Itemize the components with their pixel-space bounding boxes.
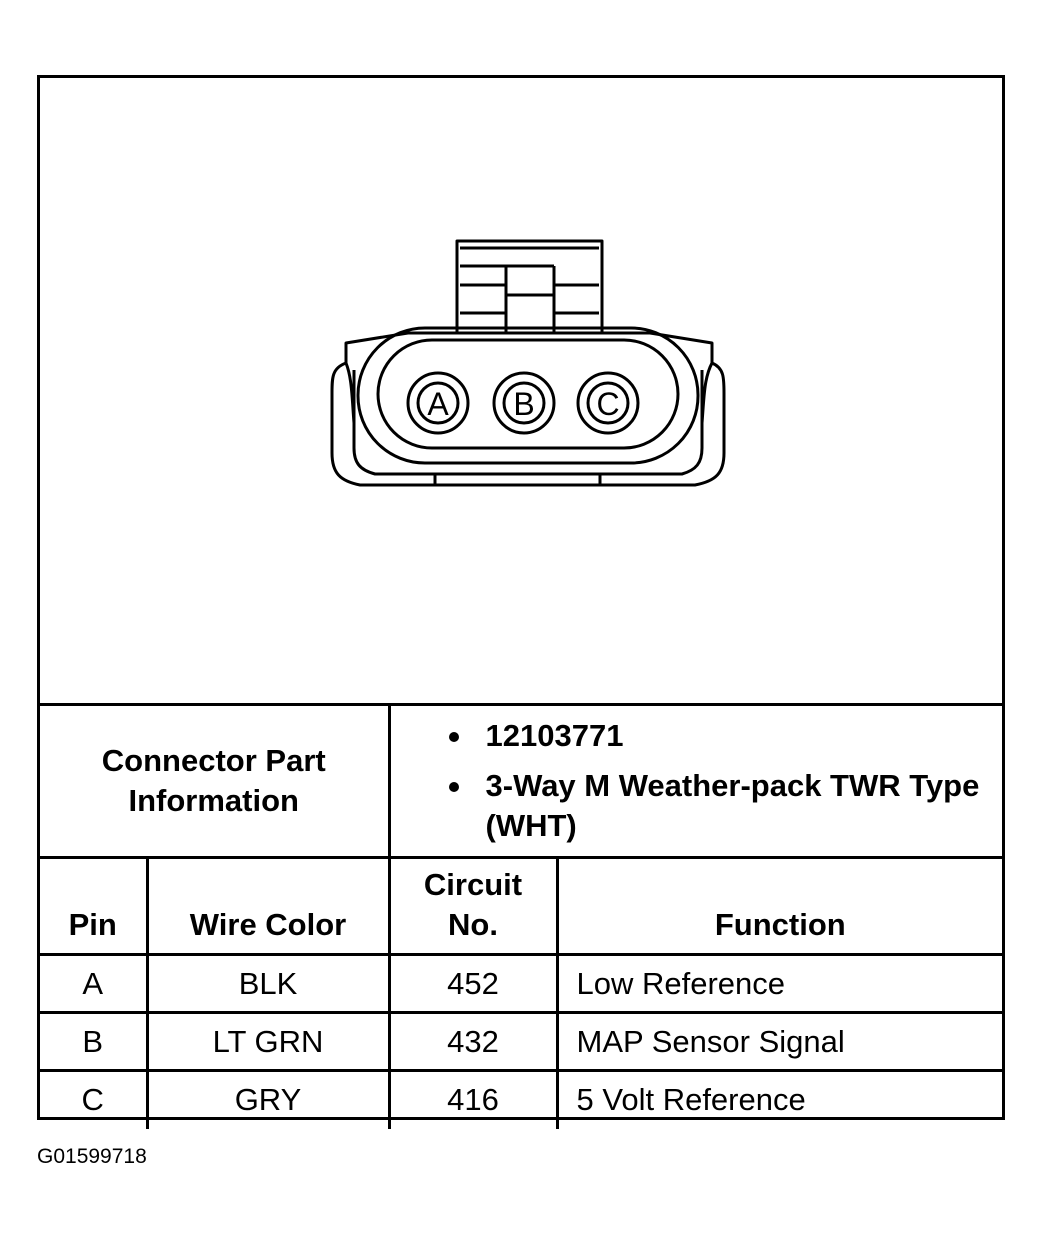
pin-b-label: B [513,386,534,422]
connector-diagram: A B C [40,78,1002,703]
connector-face [356,326,700,465]
housing-outline [330,361,726,487]
connector-face-inner [376,338,680,450]
row-wire-color: LT GRN [145,1011,391,1072]
header-circuit: Circuit No. [387,856,559,956]
row-circuit: 432 [387,1011,559,1072]
row-pin: A [40,953,149,1014]
header-row: Pin Wire Color Circuit No. Function [40,856,1003,956]
connector-drawing: A B C [330,239,726,487]
table-row: A BLK 452 Low Reference [40,953,1003,1014]
part-info-values: 12103771 3-Way M Weather-pack TWR Type (… [387,703,1003,859]
pin-c-label: C [596,386,619,422]
part-info-list: 12103771 3-Way M Weather-pack TWR Type (… [448,716,1003,846]
header-pin: Pin [40,856,149,956]
row-circuit: 452 [387,953,559,1014]
row-function: 5 Volt Reference [555,1069,1003,1129]
row-wire-color: GRY [145,1069,391,1129]
locking-tab [455,239,604,335]
pin-b-cavity [492,371,556,435]
row-function: MAP Sensor Signal [555,1011,1003,1072]
row-pin: B [40,1011,149,1072]
table-row: B LT GRN 432 MAP Sensor Signal [40,1011,1003,1072]
row-wire-color: BLK [145,953,391,1014]
connector-info-table: Connector Part Information 12103771 3-Wa… [40,703,1003,1129]
part-info-label: Connector Part Information [40,703,391,859]
connector-type: 3-Way M Weather-pack TWR Type (WHT) [448,766,1003,846]
row-pin: C [40,1069,149,1129]
housing-top [344,331,714,363]
diagram-frame: A B C Connector Part Information 1210377… [37,75,1005,1129]
pin-a-cavity [406,371,470,435]
row-circuit: 416 [387,1069,559,1129]
row-function: Low Reference [555,953,1003,1014]
table-row: C GRY 416 5 Volt Reference [40,1069,1003,1129]
figure-id: G01599718 [37,1145,147,1168]
header-function: Function [555,856,1003,956]
pin-c-cavity [576,371,640,435]
header-wire-color: Wire Color [145,856,391,956]
pin-a-label: A [427,386,449,422]
part-number: 12103771 [448,716,1003,756]
part-info-row: Connector Part Information 12103771 3-Wa… [40,703,1003,859]
